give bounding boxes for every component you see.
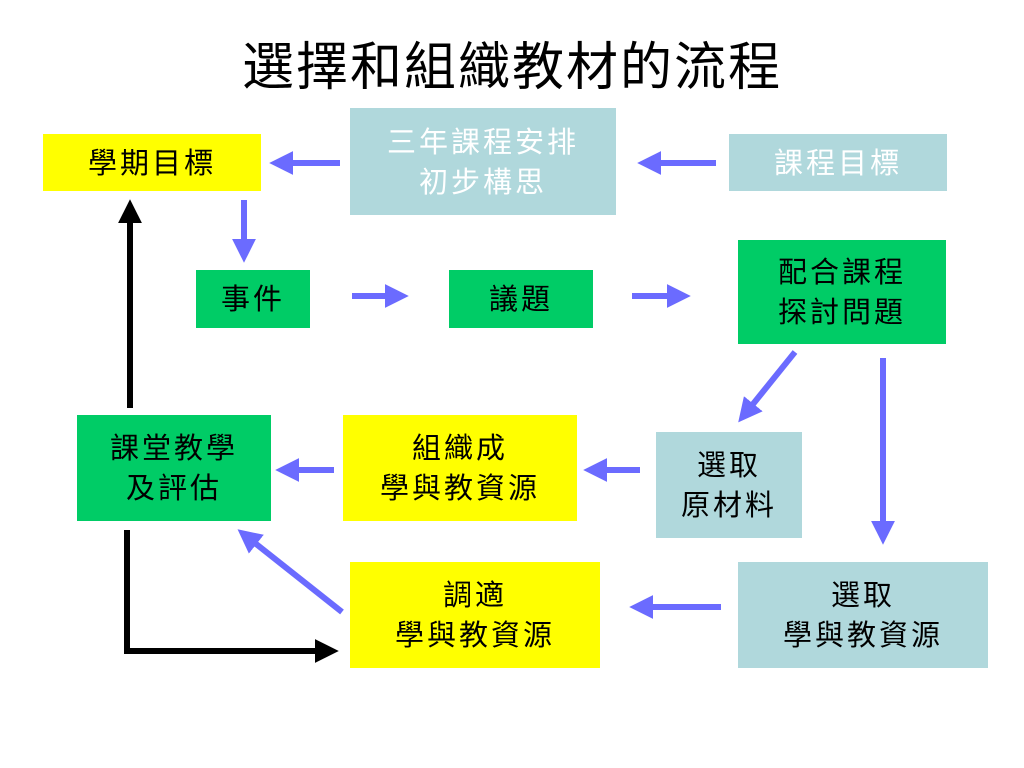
box-label: 探討問題 [777,295,906,329]
arrow-classroom-to-adapt [124,530,339,663]
box-label: 選取 [696,448,761,482]
box-discuss-issues: 配合課程 探討問題 [738,240,946,344]
arrow-discuss-to-raw [738,350,798,423]
box-label: 課程目標 [773,145,902,180]
box-course-goals: 課程目標 [729,134,947,191]
box-organize-resources: 組織成 學與教資源 [343,415,577,521]
box-label: 議題 [488,282,553,316]
page-title: 選擇和組織教材的流程 [241,38,782,98]
box-label: 三年課程安排 [386,124,579,159]
box-label: 及評估 [125,471,222,505]
box-label: 組織成 [411,431,508,465]
box-label: 初步構思 [418,164,547,199]
box-label: 選取 [830,578,895,612]
box-label: 學與教資源 [379,471,540,505]
arrow-adapt-to-classroom [237,529,344,615]
box-label: 學與教資源 [394,618,555,652]
box-issues: 議題 [449,270,593,328]
box-adapt-resources: 調適 學與教資源 [350,562,600,668]
box-label: 學期目標 [87,145,216,180]
box-label: 調適 [442,578,507,612]
box-label: 課堂教學 [109,431,238,465]
box-events: 事件 [196,270,310,328]
box-label: 學與教資源 [782,618,943,652]
box-classroom-teaching: 課堂教學 及評估 [77,415,271,521]
box-label: 配合課程 [777,255,906,289]
box-select-resources: 選取 學與教資源 [738,562,988,668]
box-semester-goals: 學期目標 [43,134,261,191]
box-label: 事件 [220,282,285,316]
box-three-year-plan: 三年課程安排 初步構思 [350,108,616,215]
box-select-raw-materials: 選取 原材料 [656,432,802,538]
box-label: 原材料 [680,488,777,522]
